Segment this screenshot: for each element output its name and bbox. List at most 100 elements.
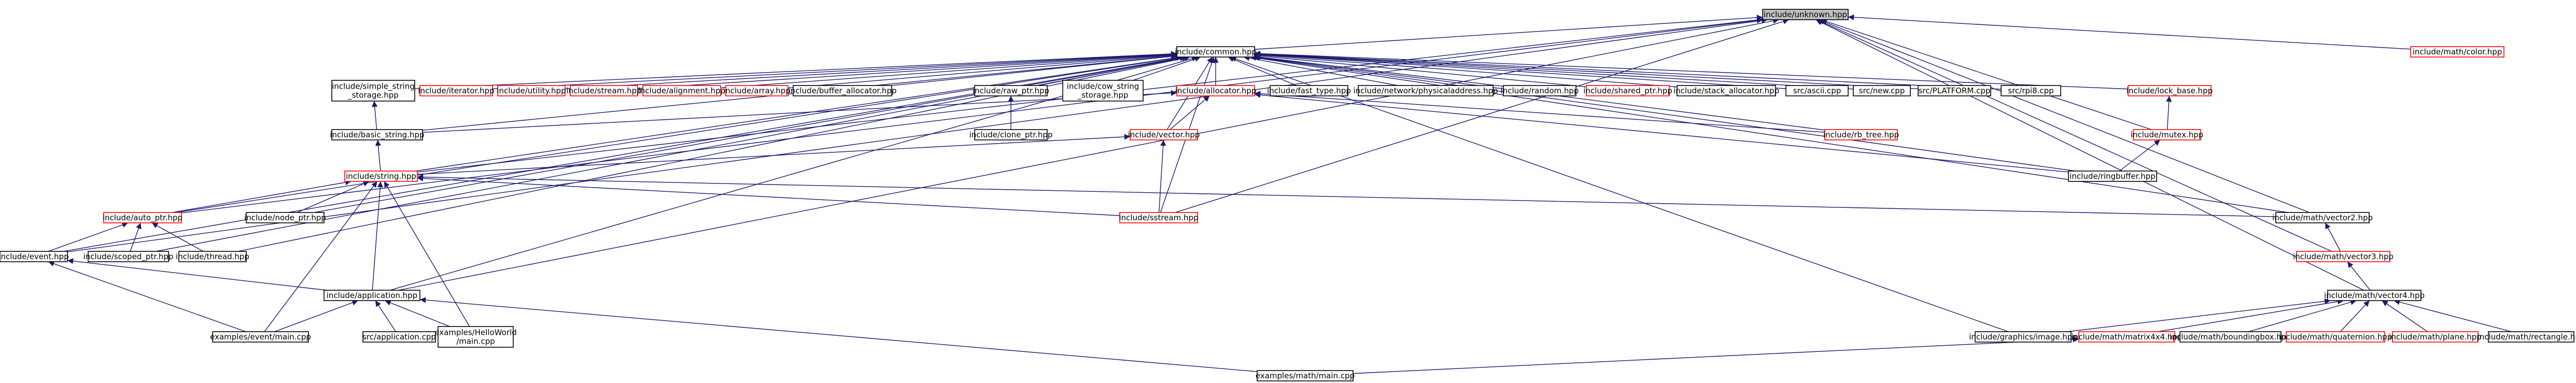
edge-vector4-to-unknown bbox=[1815, 19, 2364, 291]
node-alignment[interactable]: include/alignment.hpp bbox=[638, 85, 726, 96]
node-clone_ptr[interactable]: include/clone_ptr.hpp bbox=[969, 129, 1053, 140]
edge-vector-to-allocator bbox=[1170, 95, 1210, 130]
node-vector2[interactable]: include/math/vector2.hpp bbox=[2272, 212, 2373, 223]
node-label: _storage.hpp bbox=[347, 91, 399, 101]
node-label: include/math/rectangle.hpp bbox=[2478, 332, 2576, 342]
node-node_ptr[interactable]: include/node_ptr.hpp bbox=[244, 212, 326, 223]
node-event[interactable]: include/event.hpp bbox=[0, 251, 69, 262]
edge-plane-to-vector4 bbox=[2382, 300, 2428, 332]
node-math_main[interactable]: examples/math/main.cpp bbox=[1256, 370, 1355, 381]
edge-color-to-unknown bbox=[1848, 14, 2411, 50]
node-physicaladdress[interactable]: include/network/physicaladdress.hpp bbox=[1353, 85, 1498, 96]
node-box bbox=[88, 251, 169, 262]
node-rpi8[interactable]: src/rpi8.cpp bbox=[2001, 85, 2061, 96]
node-label: include/ringbuffer.hpp bbox=[2070, 172, 2155, 181]
node-label: include/graphics/image.hpp bbox=[1969, 332, 2077, 342]
node-box bbox=[212, 331, 309, 343]
node-src_application[interactable]: src/application.cpp bbox=[362, 331, 436, 343]
node-allocator[interactable]: include/allocator.hpp bbox=[1175, 85, 1257, 96]
edge-matrix4x4-to-vector4 bbox=[2158, 299, 2344, 332]
node-box bbox=[331, 80, 415, 102]
edge-vector2-to-common bbox=[1250, 55, 2288, 213]
node-new[interactable]: src/new.cpp bbox=[1853, 85, 1911, 96]
node-utility[interactable]: include/utility.hpp bbox=[497, 85, 566, 96]
node-common[interactable]: include/common.hpp bbox=[1175, 46, 1257, 58]
node-label: include/math/quaternion.hpp bbox=[2279, 332, 2392, 342]
node-label: include/math/color.hpp bbox=[2413, 47, 2502, 56]
node-box bbox=[2133, 129, 2201, 140]
node-vector[interactable]: include/vector.hpp bbox=[1128, 129, 1200, 140]
edge-rb_tree-to-allocator bbox=[1254, 91, 1825, 133]
node-stack_allocator[interactable]: include/stack_allocator.hpp bbox=[1673, 85, 1779, 96]
edge-shared_ptr-to-common bbox=[1254, 53, 1587, 88]
node-box bbox=[2068, 171, 2157, 182]
node-box bbox=[1257, 370, 1354, 381]
edge-auto_ptr-to-unknown bbox=[181, 17, 1763, 214]
node-lock_base[interactable]: include/lock_base.hpp bbox=[2127, 85, 2213, 96]
edge-mutex-to-unknown bbox=[1821, 19, 2152, 130]
edge-vector2-to-string bbox=[417, 174, 2276, 217]
node-label: src/new.cpp bbox=[1859, 86, 1905, 95]
node-unknown[interactable]: include/unknown.hpp bbox=[1762, 9, 1849, 20]
node-event_main[interactable]: examples/event/main.cpp bbox=[210, 331, 311, 343]
node-image[interactable]: include/graphics/image.hpp bbox=[1969, 331, 2077, 343]
node-stream[interactable]: include/stream.hpp bbox=[566, 85, 642, 96]
node-label: examples/event/main.cpp bbox=[210, 332, 311, 342]
node-scoped_ptr[interactable]: include/scoped_ptr.hpp bbox=[83, 251, 174, 262]
edge-thread-to-auto_ptr bbox=[151, 222, 204, 252]
node-label: examples/math/main.cpp bbox=[1256, 371, 1355, 380]
node-label: include/array.hpp bbox=[723, 86, 791, 95]
node-label: include/node_ptr.hpp bbox=[244, 213, 326, 223]
node-matrix4x4[interactable]: include/math/matrix4x4.hpp bbox=[2072, 331, 2183, 343]
node-label: include/alignment.hpp bbox=[638, 86, 726, 95]
node-label: include/math/vector3.hpp bbox=[2293, 252, 2394, 261]
nodes: include/unknown.hpp include/common.hpp inc… bbox=[0, 9, 2576, 381]
node-auto_ptr[interactable]: include/auto_ptr.hpp bbox=[103, 212, 182, 223]
node-thread[interactable]: include/thread.hpp bbox=[176, 251, 249, 262]
node-ascii[interactable]: src/ascii.cpp bbox=[1785, 85, 1849, 96]
node-simple_string[interactable]: include/simple_string_storage.hpp bbox=[331, 80, 415, 102]
node-platform[interactable]: src/PLATFORM.cpp bbox=[1918, 85, 1991, 96]
node-string[interactable]: include/string.hpp bbox=[344, 171, 418, 182]
node-label: include/clone_ptr.hpp bbox=[969, 130, 1053, 140]
edge-vector2-to-unknown bbox=[1818, 19, 2310, 213]
node-boundingbox[interactable]: include/math/boundingbox.hpp bbox=[2170, 331, 2291, 343]
edge-random-to-common bbox=[1254, 54, 1504, 87]
node-rectangle[interactable]: include/math/rectangle.hpp bbox=[2478, 331, 2576, 343]
node-mutex[interactable]: include/mutex.hpp bbox=[2131, 129, 2204, 140]
node-raw_ptr[interactable]: include/raw_ptr.hpp bbox=[973, 85, 1049, 96]
node-array[interactable]: include/array.hpp bbox=[723, 85, 791, 96]
edge-iterator-to-common bbox=[492, 51, 1177, 90]
node-sstream[interactable]: include/sstream.hpp bbox=[1119, 212, 1199, 223]
edge-scoped_ptr-to-auto_ptr bbox=[130, 222, 142, 252]
node-box bbox=[246, 212, 325, 223]
node-vector4[interactable]: include/math/vector4.hpp bbox=[2324, 290, 2425, 301]
node-basic_string[interactable]: include/basic_string.hpp bbox=[330, 129, 425, 140]
node-box bbox=[419, 85, 493, 96]
node-helloworld[interactable]: examples/HelloWorld/main.cpp bbox=[434, 326, 517, 348]
node-label: include/auto_ptr.hpp bbox=[103, 213, 182, 223]
node-rb_tree[interactable]: include/rb_tree.hpp bbox=[1823, 129, 1899, 140]
node-vector3[interactable]: include/math/vector3.hpp bbox=[2293, 251, 2394, 262]
node-plane[interactable]: include/math/plane.hpp bbox=[2389, 331, 2482, 343]
node-ringbuffer[interactable]: include/ringbuffer.hpp bbox=[2068, 171, 2157, 182]
edge-event_main-to-application bbox=[274, 300, 358, 332]
node-random[interactable]: include/random.hpp bbox=[1501, 85, 1579, 96]
edge-src_application-to-application bbox=[375, 300, 397, 332]
node-iterator[interactable]: include/iterator.hpp bbox=[418, 85, 495, 96]
node-quaternion[interactable]: include/math/quaternion.hpp bbox=[2279, 331, 2392, 343]
edge-array-to-common bbox=[787, 52, 1177, 89]
node-box bbox=[974, 129, 1048, 140]
node-shared_ptr[interactable]: include/shared_ptr.hpp bbox=[1583, 85, 1672, 96]
node-label: include/lock_base.hpp bbox=[2127, 86, 2213, 96]
edge-application-to-event bbox=[67, 258, 327, 291]
node-buffer_allocator[interactable]: include/buffer_allocator.hpp bbox=[789, 85, 897, 96]
node-cow_string[interactable]: include/cow_string_storage.hpp bbox=[1062, 80, 1144, 102]
node-color[interactable]: include/math/color.hpp bbox=[2410, 46, 2504, 58]
node-label: include/raw_ptr.hpp bbox=[973, 86, 1049, 96]
edge-common-to-unknown bbox=[1254, 15, 1763, 50]
node-fast_type[interactable]: include/fast_type.hpp bbox=[1267, 85, 1351, 96]
node-label: include/allocator.hpp bbox=[1175, 86, 1257, 95]
node-box bbox=[1918, 85, 1991, 96]
node-application[interactable]: include/application.hpp bbox=[323, 290, 420, 301]
